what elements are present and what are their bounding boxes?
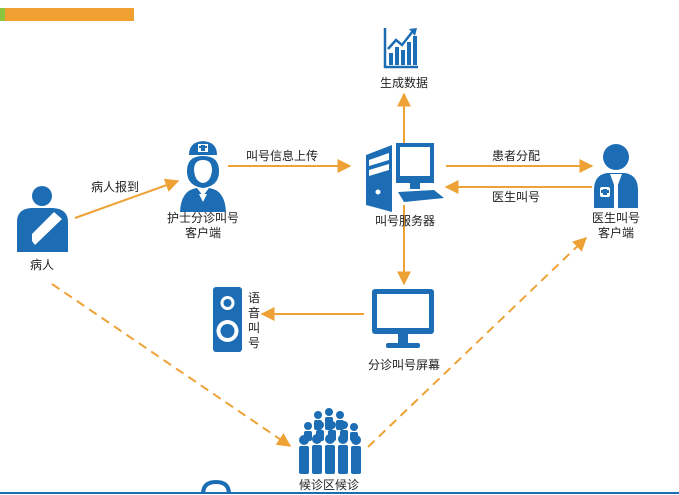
patient-label: 病人	[29, 258, 54, 272]
crowd-icon	[299, 408, 361, 474]
partial-circle-icon	[201, 479, 231, 495]
doctor-icon	[594, 144, 638, 208]
edge-label-doctor-call: 医生叫号	[491, 190, 540, 204]
edge-label-assign: 患者分配	[491, 149, 540, 163]
screen-label: 分诊叫号屏幕	[367, 358, 440, 372]
arrow-patient-to-waiting	[51, 283, 292, 447]
edge-label-upload: 叫号信息上传	[245, 149, 318, 163]
arrow-patient-to-nurse	[74, 178, 180, 219]
edge-label-patient-report: 病人报到	[90, 180, 139, 194]
doctor-label-line2: 客户端	[597, 226, 634, 240]
arrow-waiting-to-doctor	[367, 237, 588, 448]
nurse-icon	[180, 141, 226, 212]
doctor-label-line1: 医生叫号	[591, 211, 640, 225]
speaker-icon	[213, 287, 242, 352]
speaker-label: 语音叫号	[247, 291, 260, 350]
server-computer-icon	[366, 143, 444, 212]
footer-rule	[0, 492, 679, 494]
data-label: 生成数据	[379, 76, 428, 90]
patient-icon	[17, 186, 68, 252]
monitor-icon	[372, 289, 434, 348]
header-accent-tab	[0, 8, 5, 21]
bar-chart-icon	[383, 28, 418, 69]
nurse-label-line2: 客户端	[184, 226, 221, 240]
server-label: 叫号服务器	[374, 214, 435, 228]
header-accent-bar	[0, 8, 134, 21]
waiting-label: 候诊区候诊	[298, 478, 359, 492]
nurse-label-line1: 护士分诊叫号	[166, 211, 239, 225]
